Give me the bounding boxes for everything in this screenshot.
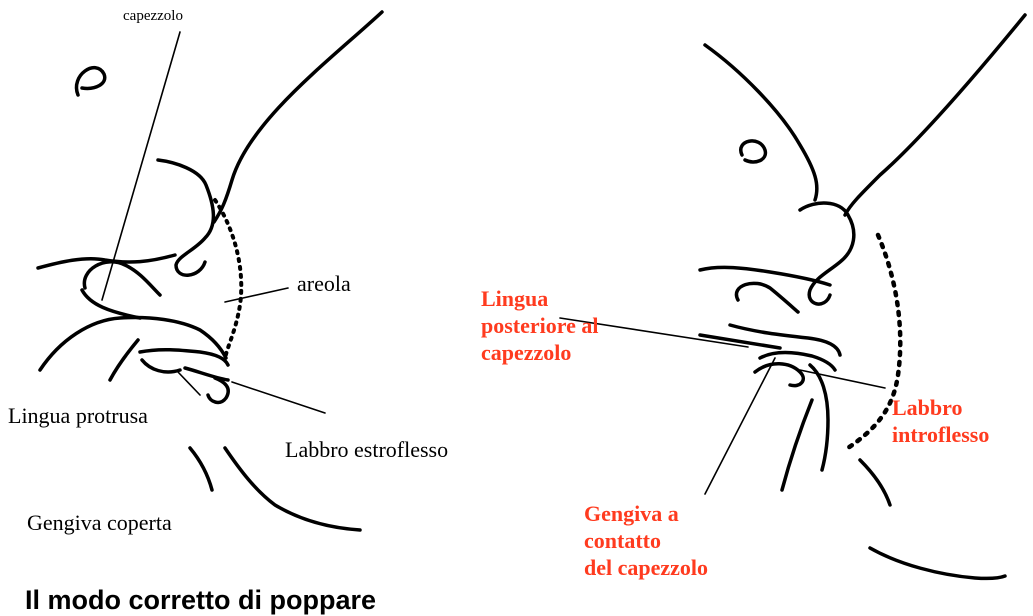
left-tongue-pointer xyxy=(178,372,200,395)
label-posterior-tongue-line1: Lingua xyxy=(481,286,599,313)
label-gum-contact-line2: contatto xyxy=(584,528,708,555)
left-lip-pointer xyxy=(232,382,325,413)
caption-title: Il modo corretto di poppare xyxy=(25,585,376,616)
label-nipple: capezzolo xyxy=(123,8,183,25)
label-gum-contact-line1: Gengiva a xyxy=(584,501,708,528)
right-face-outline xyxy=(700,15,1025,578)
label-inverted-lip-line2: introflesso xyxy=(892,422,989,449)
label-inverted-lip-line1: Labbro xyxy=(892,395,989,422)
left-areola-pointer xyxy=(225,288,288,302)
left-areola-dotted-line xyxy=(215,200,241,358)
label-areola: areola xyxy=(297,271,351,297)
label-gum-contact-line3: del capezzolo xyxy=(584,555,708,582)
label-gum-contact: Gengiva a contatto del capezzolo xyxy=(584,501,708,581)
label-posterior-tongue-line3: capezzolo xyxy=(481,340,599,367)
label-posterior-tongue: Lingua posteriore al capezzolo xyxy=(481,286,599,366)
label-protruding-tongue: Lingua protrusa xyxy=(8,403,148,429)
label-inverted-lip: Labbro introflesso xyxy=(892,395,989,449)
label-covered-gum: Gengiva coperta xyxy=(27,510,172,536)
right-gum-pointer xyxy=(705,358,775,494)
label-everted-lip: Labbro estroflesso xyxy=(285,437,448,463)
right-lip-pointer xyxy=(800,370,885,388)
label-posterior-tongue-line2: posteriore al xyxy=(481,313,599,340)
